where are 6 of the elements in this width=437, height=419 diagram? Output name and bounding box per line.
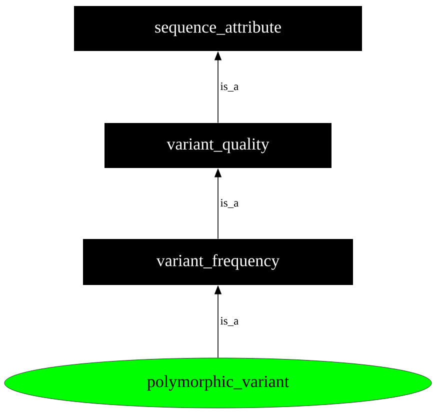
term-box: sequence_attribute [74, 6, 362, 51]
term-box: variant_quality [104, 123, 332, 168]
edge-label: is_a [219, 81, 240, 93]
edge-label: is_a [219, 316, 240, 328]
edge-label: is_a [219, 198, 240, 210]
term-box: variant_frequency [83, 239, 353, 285]
